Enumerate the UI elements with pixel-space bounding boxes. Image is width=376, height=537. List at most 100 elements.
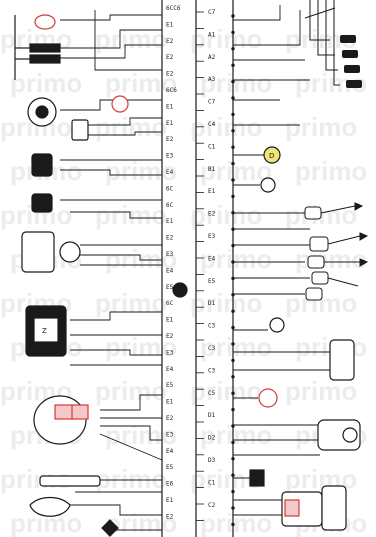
- plug-sensor: [31, 193, 53, 213]
- sensor-connector: [311, 271, 329, 285]
- junction-dot: [231, 473, 235, 477]
- left-bus-pin-label: E2: [166, 415, 174, 422]
- junction-dot: [231, 276, 235, 281]
- wire: [70, 211, 162, 219]
- watermark-text: primo: [105, 156, 177, 186]
- wire: [309, 0, 330, 41]
- wire: [60, 44, 162, 59]
- wire: [233, 10, 301, 46]
- watermark-text: primo: [10, 68, 82, 98]
- right-bus-pin-label: A2: [208, 54, 216, 61]
- left-bus-pin-label: E3: [166, 349, 174, 356]
- left-bus-pin-label: E6: [166, 481, 174, 488]
- junction-dot: [231, 522, 235, 527]
- wire: [333, 0, 340, 86]
- indicator-icon: [269, 317, 285, 333]
- watermark-text: primo: [295, 156, 367, 186]
- watermark-text: primo: [190, 376, 262, 406]
- watermark-text: primo: [95, 376, 167, 406]
- right-bus-pin-label: C2: [208, 502, 216, 509]
- left-bus-pin-label: E1: [166, 21, 174, 28]
- sensor-knob: [59, 241, 81, 263]
- wire: [60, 29, 162, 49]
- junction-dot: [231, 30, 235, 35]
- junction-dot: [231, 489, 235, 494]
- tag-label: Z: [42, 327, 47, 335]
- right-sensor-connectors: [304, 202, 369, 301]
- left-bus-pin-label: E1: [166, 218, 174, 225]
- motor-tag: [54, 404, 74, 420]
- junction-dot: [231, 47, 235, 51]
- watermark-text: primo: [95, 112, 167, 142]
- watermark-text: primo: [95, 200, 167, 230]
- left-bus-pin-label: E3: [166, 431, 174, 438]
- wire: [327, 235, 361, 245]
- watermark-text: primo: [105, 244, 177, 274]
- watermark-text: primo: [190, 24, 262, 54]
- junction-dot: [231, 178, 235, 182]
- wire: [60, 99, 162, 111]
- left-bus-pin-label: E2: [166, 38, 174, 45]
- junction-dot: [231, 358, 235, 363]
- right-bus-pin-label: A3: [208, 76, 216, 83]
- right-bus-pin-label: D3: [208, 457, 216, 464]
- socket-component: [71, 119, 89, 141]
- left-bus-pin-label: E1: [166, 103, 174, 110]
- sensor-connector: [305, 287, 323, 301]
- wire: [85, 117, 162, 126]
- left-bus-pin-label: 6C: [166, 300, 174, 307]
- junction-dot: [231, 391, 235, 395]
- junction-dot: [231, 14, 235, 18]
- watermark-text: primo: [105, 68, 177, 98]
- right-bus-pin-label: E4: [208, 255, 216, 262]
- left-bus-pin-label: 6C: [166, 185, 174, 192]
- wire: [94, 10, 162, 71]
- junction-dot: [231, 260, 235, 264]
- junction-dot: [231, 161, 235, 166]
- right-bus-pin-label: A1: [208, 31, 216, 38]
- fuel-rail: [39, 475, 101, 487]
- left-bus-pin-label: E4: [166, 267, 174, 274]
- pump-port: [342, 427, 358, 443]
- wire: [317, 0, 335, 56]
- wire: [320, 205, 356, 214]
- top-right-connector-bundle: [304, 0, 340, 86]
- watermark-text: primo: [295, 244, 367, 274]
- junction-dot: [231, 293, 235, 297]
- watermark-text: primo: [105, 332, 177, 362]
- watermark-text: primo: [200, 68, 272, 98]
- wire: [100, 425, 162, 441]
- warning-tag-icon: [34, 14, 56, 30]
- left-bus-pin-label: E1: [166, 399, 174, 406]
- right-bus-pin-labels: C7A1A2A3C7C4C1B1E1E2E3E4E5D1C3C3C3C5D1D2…: [208, 9, 216, 509]
- left-bus-pin-label: E1: [166, 317, 174, 324]
- right-bus-pin-label: E2: [208, 211, 216, 218]
- valve-component: [329, 339, 355, 381]
- left-bus-pin-label: E3: [166, 153, 174, 160]
- right-bus-pin-label: E3: [208, 233, 216, 240]
- wire: [100, 394, 162, 411]
- right-bus-pin-label: C3: [208, 367, 216, 374]
- junction-dot: [231, 325, 235, 330]
- arrow-icon: [359, 258, 369, 267]
- sensor-connector: [304, 206, 322, 220]
- right-bus-pin-label: C7: [208, 9, 216, 16]
- left-bus-pin-label: E2: [166, 513, 174, 520]
- right-bus-pin-label: E1: [208, 188, 216, 195]
- junction-dot: [231, 243, 235, 248]
- junction-dot: [231, 129, 235, 133]
- wire: [60, 169, 162, 176]
- gauge-icon: [258, 388, 278, 408]
- watermark-text: primo: [285, 376, 357, 406]
- watermark-text: primo: [95, 288, 167, 318]
- bus-bars: [161, 0, 234, 537]
- connector-plug: [342, 50, 358, 58]
- junction-dot: [231, 112, 235, 117]
- connector-plug: [340, 35, 356, 43]
- left-bus-pin-label: E4: [166, 169, 174, 176]
- junction-dot: [231, 211, 235, 215]
- right-bus-pin-label: C1: [208, 143, 216, 150]
- wire: [327, 277, 359, 287]
- junction-dot: [231, 63, 235, 67]
